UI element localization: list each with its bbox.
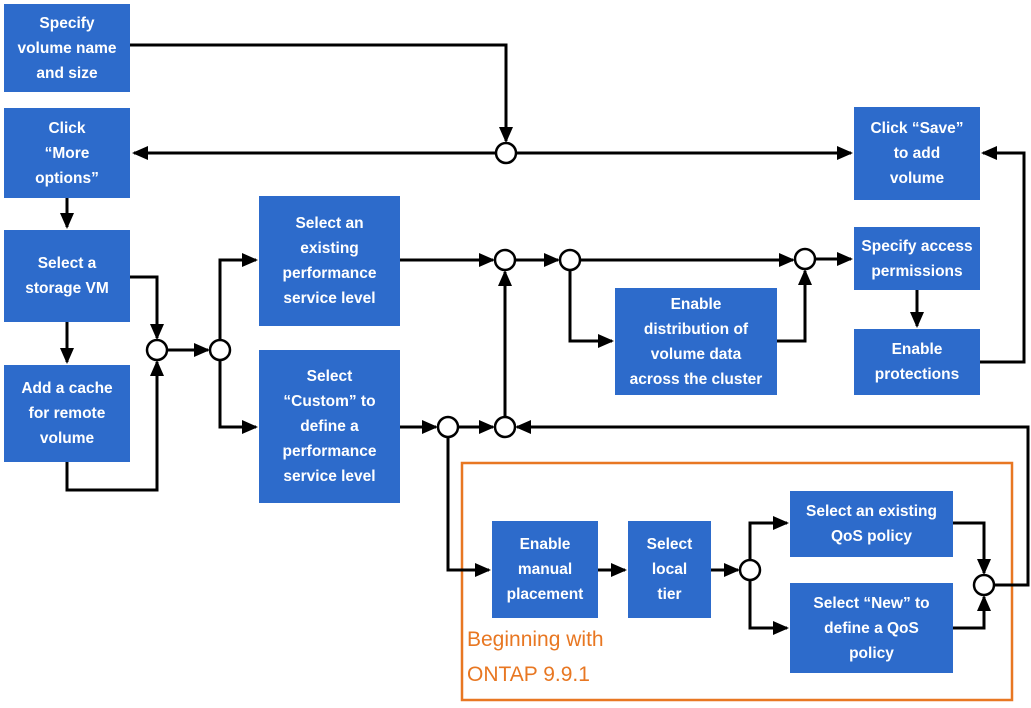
connector-protections-to-save <box>980 146 1026 364</box>
flow-box-click-save: Click “Save” to add volume <box>854 107 980 200</box>
flow-box-select-storage-vm: Select a storage VM <box>4 230 130 322</box>
junction-node <box>208 338 232 362</box>
connector-junction-c-to-custom-psl <box>218 360 258 434</box>
flow-box-click-more-options: Click “More options” <box>4 108 130 198</box>
flow-box-enable-manual-placement: Enable manual placement <box>492 521 598 618</box>
connector-distribution-to-junction-f <box>777 269 812 343</box>
ontap-991-group-frame <box>460 461 1014 702</box>
flow-box-select-new-qos: Select “New” to define a QoS policy <box>790 583 953 673</box>
junction-node <box>493 248 517 272</box>
flow-box-select-existing-psl: Select an existing performance service l… <box>259 196 400 326</box>
connector-junction-i-to-new-qos <box>748 580 789 635</box>
connector-storage-vm-to-junction-b <box>130 275 164 340</box>
junction-node <box>145 338 169 362</box>
junction-node <box>493 415 517 439</box>
connector-existing-qos-to-junction-j <box>953 521 991 575</box>
connector-add-cache-loop-to-junction-b <box>65 360 164 492</box>
connector-junction-i-to-existing-qos <box>748 516 789 560</box>
junction-node <box>494 141 518 165</box>
junction-node <box>972 573 996 597</box>
connector-junction-j-to-junction-h <box>515 420 1030 587</box>
junction-node <box>793 247 817 271</box>
junction-node <box>436 415 460 439</box>
flow-box-select-existing-qos: Select an existing QoS policy <box>790 491 953 557</box>
junction-node <box>738 558 762 582</box>
flow-box-enable-protections: Enable protections <box>854 329 980 395</box>
connector-junction-e-to-distribution <box>568 270 614 348</box>
flow-box-select-local-tier: Select local tier <box>628 521 711 618</box>
flow-box-add-cache-remote-volume: Add a cache for remote volume <box>4 365 130 462</box>
connector-junction-g-to-manual-placement <box>446 437 491 577</box>
flow-box-select-custom-psl: Select “Custom” to define a performance … <box>259 350 400 503</box>
flow-box-enable-distribution: Enable distribution of volume data acros… <box>615 288 777 395</box>
flow-box-specify-volume-name: Specify volume name and size <box>4 4 130 92</box>
connector-specify-volume-to-junction-top <box>130 43 513 143</box>
connector-new-qos-to-junction-j <box>953 595 991 630</box>
ontap-991-group-label: Beginning with ONTAP 9.9.1 <box>467 628 604 686</box>
flow-box-specify-access-permissions: Specify access permissions <box>854 227 980 290</box>
connector-junction-c-to-existing-psl <box>218 253 258 340</box>
junction-node <box>558 248 582 272</box>
